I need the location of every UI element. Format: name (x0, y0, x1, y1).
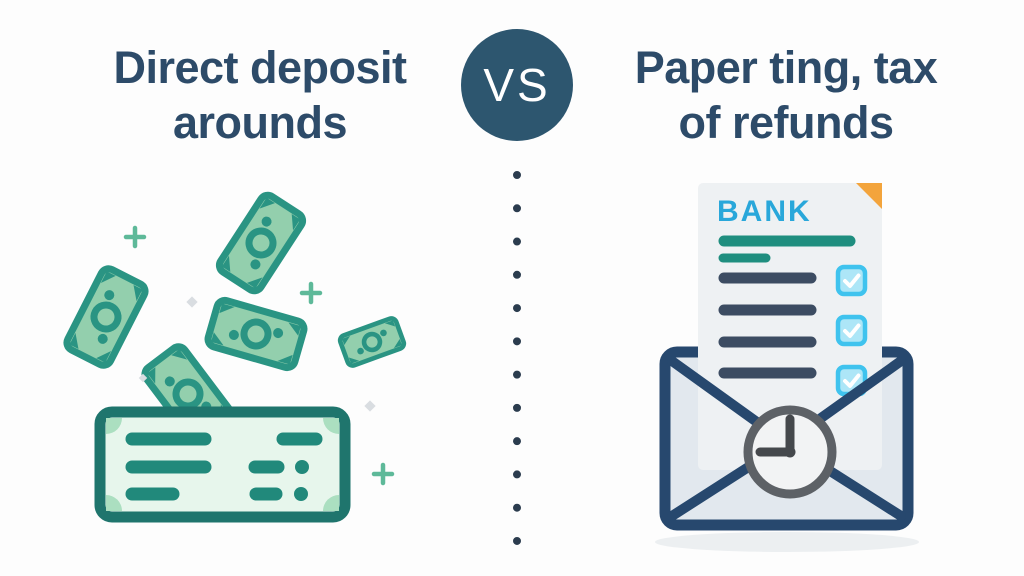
money-bill-icon (216, 192, 305, 294)
bank-statement-icon: BANK (698, 183, 882, 470)
right-title-line2: of refunds (678, 97, 895, 148)
diamond-sparkle-icon (364, 400, 376, 412)
left-title-line1: Direct deposit (113, 42, 407, 93)
diamond-sparkle-icon (138, 373, 148, 383)
vs-badge: VS (461, 29, 573, 141)
folded-corner-icon (856, 183, 882, 209)
checkbox-checked-icon (838, 267, 865, 294)
diamond-sparkle-icon (186, 296, 198, 308)
direct-deposit-illustration (64, 192, 406, 523)
vs-badge-label: VS (483, 59, 551, 111)
left-title-line2: arounds (172, 97, 348, 148)
plus-sparkle-icon (374, 465, 392, 483)
clock-icon (743, 405, 837, 499)
plus-sparkle-icon (302, 284, 320, 302)
envelope-shadow (655, 532, 919, 552)
plus-sparkle-icon (126, 228, 144, 246)
right-title: Paper ting, tax of refunds (556, 40, 1016, 150)
paper-check-illustration: BANK (655, 183, 919, 552)
checkbox-checked-icon (838, 317, 865, 344)
money-bill-icon (339, 317, 406, 367)
bank-label: BANK (717, 195, 812, 228)
right-title-line1: Paper ting, tax (634, 42, 938, 93)
left-title: Direct deposit arounds (30, 40, 490, 150)
check-slip-icon (94, 406, 351, 523)
money-bill-icon (206, 299, 306, 370)
money-bill-icon (64, 266, 148, 368)
